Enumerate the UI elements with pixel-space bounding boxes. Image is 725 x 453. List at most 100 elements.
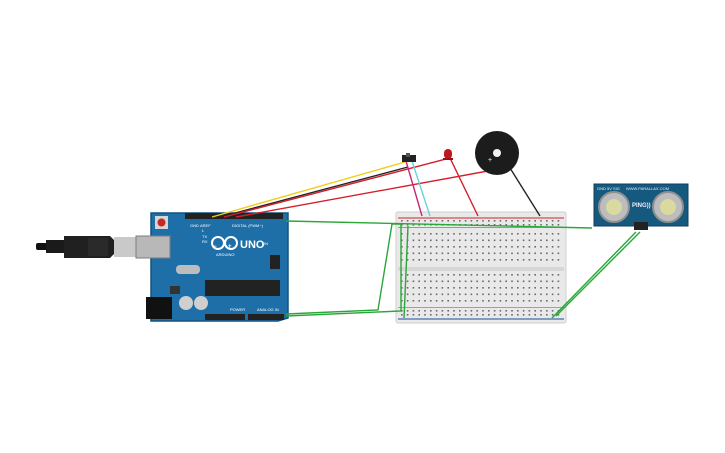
breadboard-hole[interactable] bbox=[528, 259, 531, 261]
breadboard-hole[interactable] bbox=[482, 220, 484, 222]
breadboard-hole[interactable] bbox=[540, 246, 542, 248]
breadboard-hole[interactable] bbox=[412, 220, 415, 222]
breadboard-hole[interactable] bbox=[540, 233, 542, 235]
breadboard-hole[interactable] bbox=[459, 280, 461, 283]
breadboard-hole[interactable] bbox=[476, 239, 478, 242]
breadboard-hole[interactable] bbox=[470, 300, 473, 302]
breadboard-hole[interactable] bbox=[447, 293, 449, 296]
breadboard-hole[interactable] bbox=[534, 274, 536, 276]
breadboard-hole[interactable] bbox=[470, 287, 473, 289]
breadboard-hole[interactable] bbox=[470, 220, 473, 222]
breadboard-hole[interactable] bbox=[517, 220, 519, 222]
breadboard-hole[interactable] bbox=[418, 314, 420, 316]
breadboard-hole[interactable] bbox=[418, 220, 420, 222]
breadboard-hole[interactable] bbox=[447, 220, 449, 222]
breadboard-hole[interactable] bbox=[528, 310, 531, 312]
breadboard-hole[interactable] bbox=[453, 274, 455, 276]
breadboard-hole[interactable] bbox=[557, 224, 560, 226]
breadboard-hole[interactable] bbox=[499, 287, 502, 289]
breadboard-hole[interactable] bbox=[418, 293, 420, 296]
breadboard-hole[interactable] bbox=[476, 310, 478, 312]
breadboard-hole[interactable] bbox=[430, 300, 432, 302]
breadboard-hole[interactable] bbox=[488, 314, 490, 316]
breadboard-hole[interactable] bbox=[453, 246, 455, 248]
breadboard-hole[interactable] bbox=[499, 293, 502, 296]
breadboard-hole[interactable] bbox=[447, 274, 449, 276]
slide-switch-icon[interactable] bbox=[402, 153, 416, 162]
breadboard-hole[interactable] bbox=[482, 233, 484, 235]
breadboard-hole[interactable] bbox=[534, 220, 536, 222]
breadboard-hole[interactable] bbox=[517, 233, 519, 235]
breadboard-hole[interactable] bbox=[493, 287, 496, 289]
breadboard-hole[interactable] bbox=[546, 314, 548, 316]
breadboard-hole[interactable] bbox=[499, 259, 502, 261]
breadboard-hole[interactable] bbox=[551, 233, 554, 235]
breadboard-hole[interactable] bbox=[435, 310, 438, 312]
breadboard-hole[interactable] bbox=[482, 239, 484, 242]
breadboard-hole[interactable] bbox=[441, 314, 444, 316]
breadboard-hole[interactable] bbox=[424, 220, 426, 222]
breadboard-hole[interactable] bbox=[551, 239, 554, 242]
breadboard-hole[interactable] bbox=[476, 287, 478, 289]
breadboard-hole[interactable] bbox=[459, 246, 461, 248]
breadboard-hole[interactable] bbox=[406, 259, 409, 261]
breadboard-hole[interactable] bbox=[447, 239, 449, 242]
breadboard-hole[interactable] bbox=[401, 246, 403, 248]
breadboard-hole[interactable] bbox=[482, 293, 484, 296]
breadboard-hole[interactable] bbox=[499, 233, 502, 235]
breadboard-hole[interactable] bbox=[540, 287, 542, 289]
breadboard-hole[interactable] bbox=[493, 220, 496, 222]
breadboard-hole[interactable] bbox=[441, 246, 444, 248]
breadboard-hole[interactable] bbox=[551, 220, 554, 222]
breadboard-hole[interactable] bbox=[406, 287, 409, 289]
power-header[interactable] bbox=[205, 314, 245, 320]
breadboard-hole[interactable] bbox=[464, 310, 467, 312]
breadboard-hole[interactable] bbox=[557, 239, 560, 242]
breadboard-hole[interactable] bbox=[430, 287, 432, 289]
breadboard-hole[interactable] bbox=[464, 246, 467, 248]
breadboard-hole[interactable] bbox=[540, 300, 542, 302]
breadboard-hole[interactable] bbox=[522, 314, 525, 316]
breadboard-hole[interactable] bbox=[470, 239, 473, 242]
breadboard-hole[interactable] bbox=[464, 239, 467, 242]
breadboard-hole[interactable] bbox=[517, 310, 519, 312]
breadboard-hole[interactable] bbox=[412, 287, 415, 289]
breadboard-hole[interactable] bbox=[557, 314, 560, 316]
breadboard-hole[interactable] bbox=[430, 314, 432, 316]
breadboard-hole[interactable] bbox=[418, 300, 420, 302]
breadboard-hole[interactable] bbox=[551, 300, 554, 302]
breadboard-hole[interactable] bbox=[418, 287, 420, 289]
breadboard-hole[interactable] bbox=[534, 287, 536, 289]
breadboard-hole[interactable] bbox=[505, 233, 507, 235]
breadboard-hole[interactable] bbox=[546, 280, 548, 283]
breadboard-hole[interactable] bbox=[517, 314, 519, 316]
breadboard-hole[interactable] bbox=[470, 274, 473, 276]
breadboard-hole[interactable] bbox=[424, 314, 426, 316]
breadboard-hole[interactable] bbox=[441, 287, 444, 289]
breadboard-hole[interactable] bbox=[424, 287, 426, 289]
breadboard-hole[interactable] bbox=[517, 252, 519, 255]
breadboard-hole[interactable] bbox=[522, 220, 525, 222]
breadboard-hole[interactable] bbox=[447, 310, 449, 312]
breadboard-hole[interactable] bbox=[453, 252, 455, 255]
breadboard-hole[interactable] bbox=[401, 259, 403, 261]
breadboard-hole[interactable] bbox=[401, 300, 403, 302]
breadboard-hole[interactable] bbox=[476, 220, 478, 222]
breadboard-hole[interactable] bbox=[522, 293, 525, 296]
breadboard-hole[interactable] bbox=[435, 293, 438, 296]
breadboard-hole[interactable] bbox=[517, 293, 519, 296]
breadboard-hole[interactable] bbox=[424, 239, 426, 242]
breadboard-hole[interactable] bbox=[551, 310, 554, 312]
breadboard-hole[interactable] bbox=[464, 300, 467, 302]
breadboard-hole[interactable] bbox=[511, 239, 513, 242]
breadboard-hole[interactable] bbox=[493, 224, 496, 226]
breadboard-hole[interactable] bbox=[505, 259, 507, 261]
breadboard-hole[interactable] bbox=[435, 280, 438, 283]
breadboard-hole[interactable] bbox=[412, 300, 415, 302]
breadboard-hole[interactable] bbox=[453, 239, 455, 242]
breadboard-hole[interactable] bbox=[540, 310, 542, 312]
breadboard-hole[interactable] bbox=[511, 310, 513, 312]
breadboard-hole[interactable] bbox=[493, 252, 496, 255]
breadboard-hole[interactable] bbox=[534, 310, 536, 312]
breadboard-hole[interactable] bbox=[464, 233, 467, 235]
